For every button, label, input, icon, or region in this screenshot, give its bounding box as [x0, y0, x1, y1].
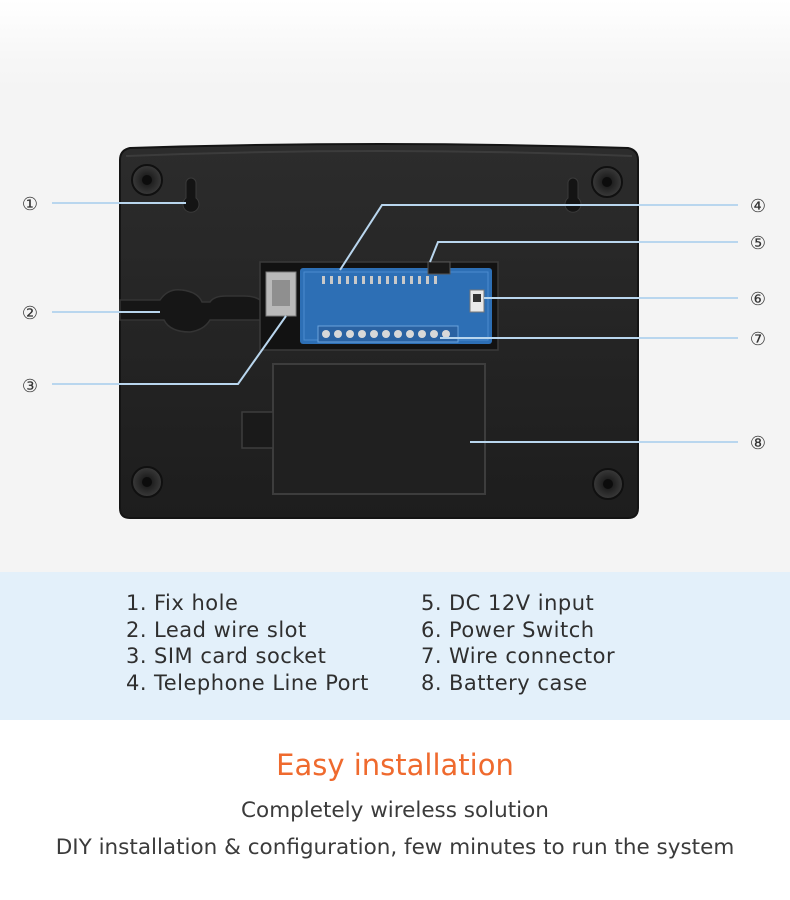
corner-screw-top-left [131, 164, 163, 196]
legend-item-number: 8. [421, 670, 443, 695]
legend-item: 2.Lead wire slot [126, 617, 369, 644]
legend-item-label: Wire connector [449, 644, 616, 668]
corner-screw-bottom-left [131, 466, 163, 498]
callout-number-2: ② [22, 303, 38, 324]
callout-number-8: ⑧ [750, 433, 766, 454]
callout-lines [52, 202, 738, 443]
legend-item: 5.DC 12V input [421, 590, 615, 617]
legend-item: 8.Battery case [421, 670, 615, 697]
legend-item: 4.Telephone Line Port [126, 670, 369, 697]
legend-item-number: 7. [421, 644, 443, 668]
dc-jack [427, 261, 451, 275]
legend-item-label: Fix hole [154, 591, 239, 615]
device-back-diagram: ① ② ③ ④ ⑤ ⑥ ⑦ ⑧ [22, 143, 766, 519]
lead-wire-slot [119, 288, 267, 333]
battery-case-cover [272, 363, 486, 495]
fix-hole-left [182, 177, 200, 213]
power-switch [469, 289, 485, 313]
battery-case-latch [241, 411, 274, 449]
subheadline-diy: DIY installation & configuration, few mi… [55, 835, 735, 860]
callout-number-3: ③ [22, 376, 38, 397]
legend-item: 3.SIM card socket [126, 643, 369, 670]
pcb-board [300, 268, 492, 344]
legend-item: 6.Power Switch [421, 617, 615, 644]
legend-band: 1.Fix hole 2.Lead wire slot 3.SIM card s… [0, 572, 790, 720]
subheadline-wireless: Completely wireless solution [241, 798, 549, 823]
legend-left-column: 1.Fix hole 2.Lead wire slot 3.SIM card s… [126, 590, 369, 696]
corner-screw-bottom-right [592, 468, 624, 500]
corner-screw-top-right [591, 166, 623, 198]
legend-item-label: Power Switch [449, 617, 595, 642]
callout-number-1: ① [22, 194, 38, 215]
callout-number-7: ⑦ [750, 329, 766, 350]
legend-item: 7.Wire connector [421, 643, 615, 670]
wire-connector-terminals [317, 325, 459, 343]
pcb-pin-header [322, 276, 437, 284]
sim-card-socket [265, 271, 297, 317]
body-edge-highlight [125, 150, 633, 157]
legend-item-label: Battery case [449, 670, 588, 695]
legend-item-number: 4. [126, 670, 148, 695]
legend-item-number: 6. [421, 617, 443, 642]
legend-item-label: SIM card socket [154, 644, 327, 668]
legend-item-number: 2. [126, 617, 148, 642]
callout-number-6: ⑥ [750, 289, 766, 310]
legend-item-number: 3. [126, 644, 148, 668]
headline: Easy installation [276, 748, 514, 782]
legend-item: 1.Fix hole [126, 590, 369, 617]
legend-item-number: 1. [126, 591, 148, 615]
legend-item-label: Lead wire slot [154, 617, 307, 642]
legend-right-column: 5.DC 12V input 6.Power Switch 7.Wire con… [421, 590, 615, 696]
legend-item-label: DC 12V input [449, 591, 595, 615]
legend-item-label: Telephone Line Port [154, 670, 369, 695]
callout-number-4: ④ [750, 196, 766, 217]
top-background [0, 0, 790, 90]
legend-item-number: 5. [421, 591, 443, 615]
callout-number-5: ⑤ [750, 233, 766, 254]
